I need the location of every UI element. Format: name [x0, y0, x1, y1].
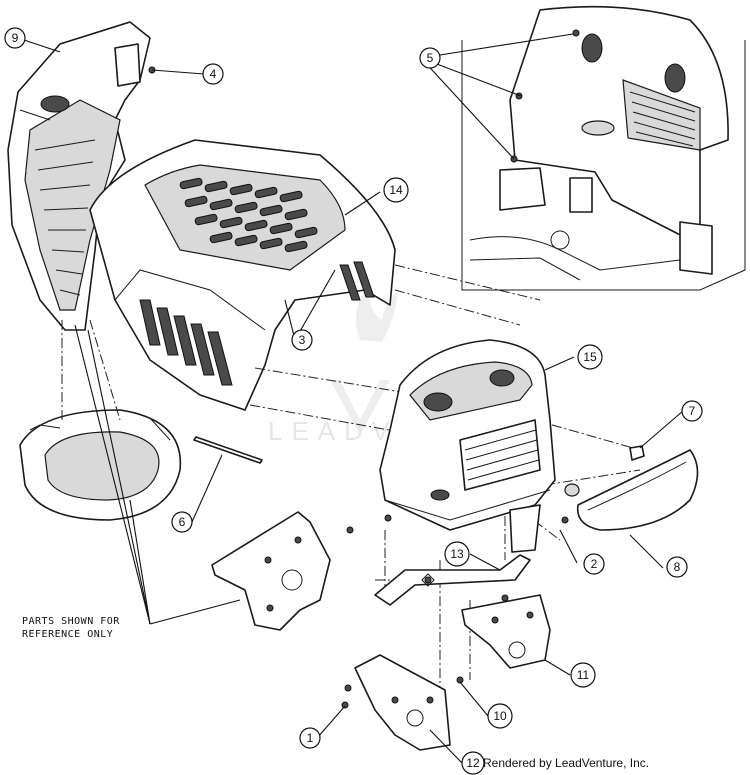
callout-4: 4: [202, 63, 224, 85]
svg-text:12: 12: [466, 756, 480, 770]
callout-6: 6: [171, 511, 193, 533]
reference-note-line1: PARTS SHOWN FOR: [22, 616, 120, 627]
callout-5: 5: [419, 47, 441, 69]
tie-strap: [193, 436, 263, 464]
lower-bracket: [461, 594, 551, 669]
svg-text:11: 11: [577, 668, 590, 682]
callout-8: 8: [666, 556, 688, 578]
hood-side-louvers: [139, 261, 375, 386]
reference-note: PARTS SHOWN FOR REFERENCE ONLY: [22, 616, 120, 640]
callout-15: 15: [577, 344, 603, 370]
callout-10: 10: [487, 703, 513, 729]
svg-text:6: 6: [179, 515, 186, 529]
callout-11: 11: [570, 662, 596, 688]
hood-vent-slots: [179, 177, 318, 253]
svg-text:13: 13: [450, 547, 464, 561]
fasteners: [148, 66, 569, 709]
inset-detail-view: [461, 5, 746, 291]
svg-text:9: 9: [12, 31, 19, 45]
credit-text: Rendered by LeadVenture, Inc.: [483, 756, 649, 770]
dash-panel: [7, 21, 151, 331]
svg-text:14: 14: [389, 183, 403, 197]
svg-text:2: 2: [591, 557, 598, 571]
callout-3: 3: [291, 329, 313, 351]
svg-text:3: 3: [299, 333, 306, 347]
callout-13: 13: [444, 541, 470, 567]
mount-plate: [354, 654, 451, 751]
svg-text:10: 10: [493, 709, 507, 723]
callout-9: 9: [4, 27, 26, 49]
headlight-lens: [576, 449, 699, 531]
svg-text:15: 15: [583, 350, 597, 364]
bulb: [564, 445, 645, 497]
callout-2: 2: [583, 553, 605, 575]
svg-text:5: 5: [427, 51, 434, 65]
hood: [89, 139, 396, 411]
reference-note-line2: REFERENCE ONLY: [22, 629, 113, 640]
callout-12: 12: [461, 751, 485, 775]
callout-14: 14: [383, 177, 409, 203]
callout-1: 1: [299, 727, 321, 749]
hood-support-bracket: [211, 511, 331, 631]
callout-7: 7: [681, 400, 703, 422]
leader-lines: [23, 33, 684, 764]
svg-text:1: 1: [307, 731, 314, 745]
footrest-tray: [19, 409, 182, 521]
svg-text:4: 4: [210, 67, 217, 81]
front-grille: [379, 339, 556, 531]
grille-bracket: [374, 504, 541, 606]
svg-text:7: 7: [689, 404, 696, 418]
svg-text:8: 8: [674, 560, 681, 574]
